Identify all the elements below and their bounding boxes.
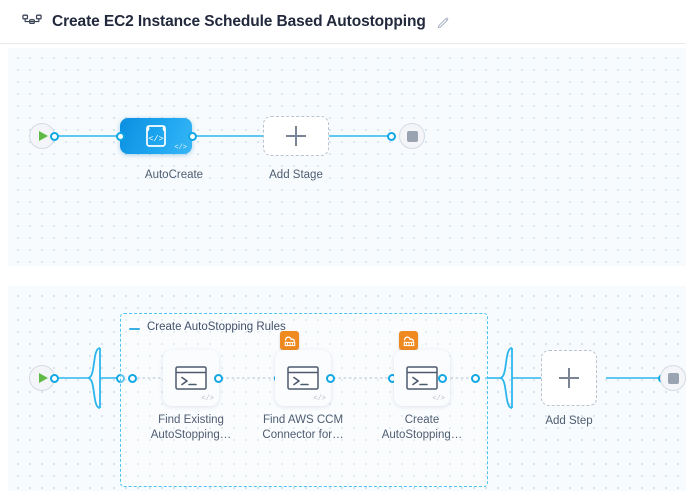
code-tag-icon: </> xyxy=(201,395,214,403)
stage-end-node[interactable] xyxy=(399,123,425,149)
stop-end-icon xyxy=(406,130,418,142)
stage-in-port-autocreate[interactable] xyxy=(116,131,125,141)
plus-icon xyxy=(286,126,306,146)
step-label-line2: AutoStopping… xyxy=(381,429,463,441)
step-node-find-aws-ccm[interactable]: </> xyxy=(275,350,331,406)
pencil-edit-icon[interactable] xyxy=(437,15,451,29)
aws-cloud-icon xyxy=(399,331,418,350)
svg-text:</>: </> xyxy=(148,134,163,144)
shell-terminal-icon xyxy=(287,366,319,390)
step-in-port-find-existing[interactable] xyxy=(128,373,137,383)
pipeline-flow-icon xyxy=(22,14,42,24)
step-start-port[interactable] xyxy=(50,373,59,383)
minus-collapse-icon[interactable] xyxy=(129,328,140,330)
shell-terminal-icon xyxy=(406,366,438,390)
code-tag-icon: </> xyxy=(174,144,187,152)
stage-start-node[interactable] xyxy=(29,123,55,149)
step-label-line1: Create xyxy=(404,414,440,426)
step-group-title: Create AutoStopping Rules xyxy=(147,321,286,333)
step-label-find-aws-ccm: Find AWS CCM Connector for… xyxy=(244,413,362,443)
stop-end-icon xyxy=(667,372,679,384)
aws-cloud-glyph xyxy=(403,336,414,346)
aws-cloud-glyph xyxy=(284,336,295,346)
stage-start-port[interactable] xyxy=(50,131,59,141)
pipeline-steps-canvas[interactable]: Create AutoStopping Rules </> Find Exist… xyxy=(8,286,686,491)
play-start-icon xyxy=(39,373,48,383)
pipeline-stages-canvas[interactable]: </> </> AutoCreate Add Stage xyxy=(8,48,686,266)
add-step-label: Add Step xyxy=(545,415,593,427)
shell-terminal-icon xyxy=(175,366,207,390)
step-out-port-find-aws-ccm[interactable] xyxy=(326,373,335,383)
page-title: Create EC2 Instance Schedule Based Autos… xyxy=(52,12,426,30)
add-stage-button[interactable] xyxy=(263,116,329,156)
play-start-icon xyxy=(39,131,48,141)
step-label-line1: Find AWS CCM xyxy=(262,414,344,426)
add-step-button[interactable] xyxy=(541,350,597,406)
step-label-create-autostopping: Create AutoStopping… xyxy=(363,413,481,443)
code-template-icon: </> xyxy=(146,125,166,147)
step-label-find-existing: Find Existing AutoStopping… xyxy=(132,413,250,443)
step-label-line1: Find Existing xyxy=(158,414,224,426)
step-out-port-find-existing[interactable] xyxy=(214,373,223,383)
add-stage-label: Add Stage xyxy=(269,169,323,181)
page-header: Create EC2 Instance Schedule Based Autos… xyxy=(0,0,686,44)
aws-cloud-icon xyxy=(280,331,299,350)
step-end-node[interactable] xyxy=(660,365,686,391)
code-tag-icon: </> xyxy=(313,395,326,403)
stage-out-port-autocreate[interactable] xyxy=(188,131,197,141)
stage-edges xyxy=(53,135,390,137)
step-node-find-existing[interactable]: </> xyxy=(163,350,219,406)
step-label-line2: AutoStopping… xyxy=(150,429,232,441)
step-label-line2: Connector for… xyxy=(262,429,344,441)
step-out-port-create-autostopping[interactable] xyxy=(438,373,447,383)
group-exit-port[interactable] xyxy=(471,373,480,383)
step-start-node[interactable] xyxy=(29,365,55,391)
stage-label-autocreate: AutoCreate xyxy=(144,169,204,181)
plus-icon xyxy=(559,368,579,388)
stage-node-autocreate[interactable]: </> </> xyxy=(120,118,192,154)
stage-end-port[interactable] xyxy=(387,131,396,141)
code-tag-icon: </> xyxy=(432,395,445,403)
